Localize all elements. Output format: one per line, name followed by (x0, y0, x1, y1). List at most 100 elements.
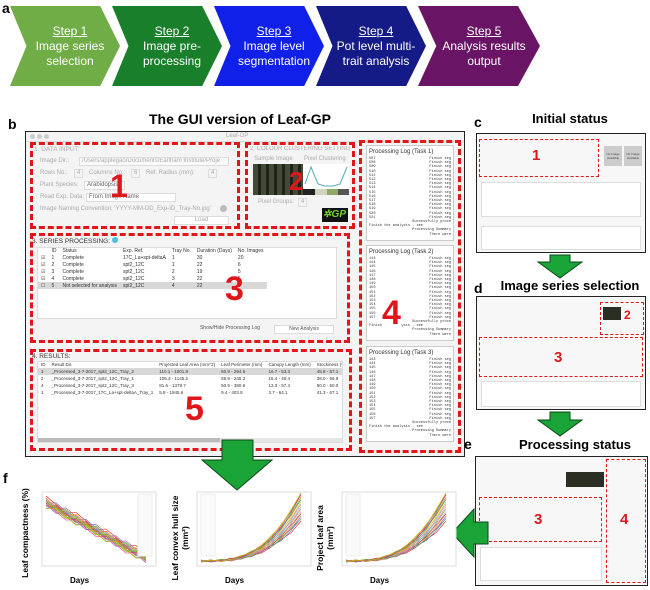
log-line-text: Finish seg (429, 211, 451, 216)
new-analysis-button[interactable]: New Analysis (274, 325, 334, 334)
ref-radius-input[interactable]: 4 (208, 169, 218, 178)
column-header[interactable]: ID (51, 248, 57, 254)
log-line-number: 153 (369, 400, 376, 405)
image-dir-input[interactable]: /Users/applegao/Documents/Earlham Instit… (79, 157, 229, 166)
selection-number-3: 3 (554, 349, 563, 366)
log-line-text: Finish seg (429, 157, 451, 161)
column-header[interactable]: No. Images (237, 248, 264, 254)
log-line: Finish the analysis - see (369, 224, 423, 229)
table-cell: Not selected for analysis (62, 283, 117, 289)
log-line-number: 150 (369, 286, 376, 291)
minimize-icon[interactable] (37, 134, 42, 139)
log-line-number: 147 (369, 273, 376, 278)
column-header[interactable]: Exp. Ref. (122, 248, 144, 254)
log-line-text: Finish seg (429, 261, 451, 266)
table-cell: 2 (51, 262, 55, 268)
scrollbar-thumb[interactable] (38, 438, 221, 442)
table-cell: 59.9 - 245.2 (221, 376, 246, 381)
column-header[interactable]: Canopy Length (mm) (268, 362, 311, 367)
initial-status-screenshot: 1 No Image Available No Image Available (476, 133, 646, 253)
log-line-number: 152 (369, 395, 376, 400)
table-cell: 1 (41, 390, 44, 395)
help-icon[interactable] (111, 237, 118, 243)
column-header[interactable]: Leaf Perimeter (mm) (221, 362, 263, 367)
table-cell: 4 (51, 276, 55, 282)
step-number: Step 2 (154, 23, 190, 38)
initial-results-table (481, 226, 641, 250)
column-header[interactable]: Tray No. (171, 248, 191, 254)
read-exp-select[interactable]: From Image Name (86, 193, 176, 202)
rows-label: Rows No.: (40, 170, 68, 176)
rows-input[interactable]: 4 (74, 169, 84, 178)
species-select[interactable]: Arabidopsis (84, 181, 126, 190)
step-text: Image pre-processing (142, 38, 202, 68)
info-icon[interactable] (220, 205, 227, 212)
chart-plot-area (341, 491, 457, 567)
column-header[interactable]: ID (41, 362, 46, 367)
maximize-icon[interactable] (44, 134, 49, 139)
table-cell: spt2_12C (122, 262, 145, 268)
region-2-outline (245, 142, 355, 229)
horizontal-scrollbar[interactable] (38, 438, 342, 442)
table-cell: 38.0 - 56.9 (316, 376, 339, 381)
region-2-number: 2 (289, 166, 304, 196)
table-cell: 1 (51, 255, 55, 261)
log-line: Successfully proce (412, 220, 451, 225)
trait-chart: Project leaf area (mm²)Days (310, 490, 460, 590)
arrow-left-icon (451, 507, 489, 559)
table-cell: 16.7 - 53.3 (268, 369, 290, 374)
log-line-number: 156 (369, 311, 376, 316)
log-title: Processing Log (Task 1) (369, 149, 434, 155)
log-line-text: Finish seg (429, 190, 451, 195)
log-title: Processing Log (Task 3) (369, 350, 434, 356)
load-button[interactable]: Load (174, 216, 229, 225)
table-cell: Complete (62, 255, 84, 261)
table-cell: 81.6 - 1379.7 (159, 383, 186, 388)
status-number-4: 4 (620, 511, 629, 528)
column-header[interactable]: Result Dir. (51, 362, 73, 367)
column-header[interactable]: Stockiness (%) (316, 362, 342, 367)
mini-sample-image (603, 307, 621, 320)
region-4-outline (359, 140, 461, 453)
table-row[interactable]: 1_Processed_3-7-2017_17C_La+spt-deltaA_T… (38, 389, 342, 396)
panel-label-f: f (3, 470, 8, 486)
series-table: ID Status Exp. Ref. Tray No. Duration (Days)… (38, 248, 267, 289)
column-header[interactable]: Projected Leaf Area (mm^2) (159, 362, 216, 367)
selection-number-2: 2 (624, 308, 631, 322)
pixel-groups-stepper[interactable]: 4 (298, 198, 308, 207)
table-cell: 1 (171, 262, 175, 268)
column-header[interactable]: Duration (Days) (196, 248, 232, 254)
step-number: Step 4 (358, 23, 394, 38)
close-icon[interactable] (30, 134, 35, 139)
log-line-number: 154 (369, 404, 376, 409)
log-line-number: 146 (369, 269, 376, 274)
chart-plot-area (196, 491, 312, 567)
show-hide-log-button[interactable]: Show/Hide Processing Log (199, 325, 261, 331)
region-3-number: 3 (225, 270, 244, 308)
columns-input[interactable]: 6 (131, 169, 141, 178)
log-line-number: 148 (369, 278, 376, 283)
table-cell: 3 (51, 269, 55, 275)
log-line-text: Finish seg (429, 362, 451, 367)
selection-results-table (481, 381, 641, 407)
region-5-number: 5 (185, 390, 204, 428)
column-header[interactable]: Status (62, 248, 77, 254)
